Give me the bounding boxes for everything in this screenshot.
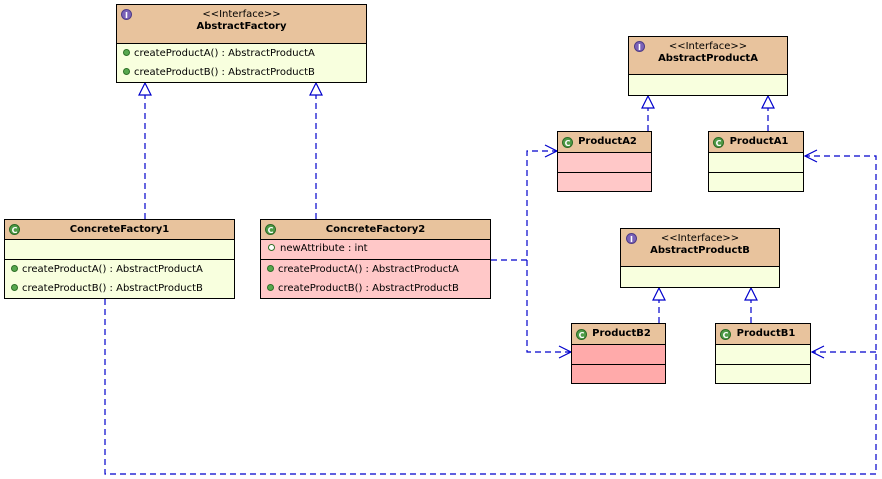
methods-section: createProductA() : AbstractProductA crea… [117,44,366,82]
public-method-icon [267,264,274,272]
method-row: createProductB() : AbstractProductB [5,279,234,298]
methods-section [558,173,651,191]
class-name: ConcreteFactory2 [325,224,426,235]
class-header: C ProductA1 [709,132,803,153]
attributes-section [716,345,810,365]
realization-arrowhead [652,286,666,301]
method-row: createProductA() : AbstractProductA [117,44,366,63]
class-name: AbstractProductB [650,245,750,256]
realization-arrowhead [138,81,152,96]
class-abstractproductb[interactable]: I <<Interface>> AbstractProductB [620,228,780,288]
class-icon: C [265,224,276,235]
realization-arrowhead [761,94,775,109]
class-header: I <<Interface>> AbstractProductA [629,37,787,75]
class-icon: C [9,224,20,235]
realization-arrowhead [309,81,323,96]
class-name: ProductB2 [592,328,651,339]
method-row: createProductA() : AbstractProductA [5,260,234,279]
dependency-arrowhead [803,149,818,163]
class-name: ProductA2 [578,136,637,147]
class-abstractproducta[interactable]: I <<Interface>> AbstractProductA [628,36,788,96]
class-name: AbstractFactory [196,21,287,32]
methods-section [716,365,810,383]
body-section [629,75,787,95]
class-icon: C [562,137,573,148]
stereotype-label: <<Interface>> [202,9,281,20]
class-name: AbstractProductA [658,53,758,64]
class-icon: C [720,329,731,340]
methods-section [709,173,803,191]
dependency-arrowhead [810,345,825,359]
public-method-icon [123,48,130,56]
attributes-section [709,153,803,173]
body-section [621,267,779,287]
dependency-cf2-to-producta2 [491,150,557,261]
public-method-icon [267,283,274,291]
class-productb2[interactable]: C ProductB2 [571,323,666,384]
class-name: ProductB1 [736,328,796,339]
interface-icon: I [121,9,132,20]
method-row: createProductB() : AbstractProductB [261,279,490,298]
attributes-section [572,345,665,365]
class-name: ConcreteFactory1 [69,224,170,235]
interface-icon: I [634,41,645,52]
class-productb1[interactable]: C ProductB1 [715,323,811,384]
class-producta1[interactable]: C ProductA1 [708,131,804,192]
dependency-cf2-to-productb2 [526,260,571,353]
public-method-icon [123,67,130,75]
class-header: I <<Interface>> AbstractProductB [621,229,779,267]
attributes-section: newAttribute : int [261,240,490,260]
method-row: createProductA() : AbstractProductA [261,260,490,279]
class-icon: C [576,329,587,340]
methods-section [572,365,665,383]
class-abstractfactory[interactable]: I <<Interface>> AbstractFactory createPr… [116,4,367,83]
methods-section: createProductA() : AbstractProductA crea… [261,260,490,298]
class-concretefactory1[interactable]: C ConcreteFactory1 createProductA() : Ab… [4,219,235,299]
stereotype-label: <<Interface>> [668,41,748,52]
attributes-section [5,240,234,260]
realization-arrowhead [641,94,655,109]
attribute-row: newAttribute : int [261,240,490,258]
method-row: createProductB() : AbstractProductB [117,63,366,82]
interface-icon: I [626,233,637,244]
class-header: C ProductA2 [558,132,651,153]
class-header: C ProductB2 [572,324,665,345]
class-header: C ProductB1 [716,324,810,345]
public-method-icon [11,264,18,272]
methods-section: createProductA() : AbstractProductA crea… [5,260,234,298]
class-producta2[interactable]: C ProductA2 [557,131,652,192]
class-header: I <<Interface>> AbstractFactory [117,5,366,44]
dependency-cf1-to-producta1 [104,155,877,475]
realization-arrowhead [744,286,758,301]
class-header: C ConcreteFactory1 [5,220,234,240]
public-method-icon [11,283,18,291]
attributes-section [558,153,651,173]
class-name: ProductA1 [729,136,789,147]
class-icon: C [713,137,724,148]
stereotype-label: <<Interface>> [660,233,740,244]
class-concretefactory2[interactable]: C ConcreteFactory2 newAttribute : int cr… [260,219,491,299]
class-header: C ConcreteFactory2 [261,220,490,240]
attribute-icon [268,243,275,251]
